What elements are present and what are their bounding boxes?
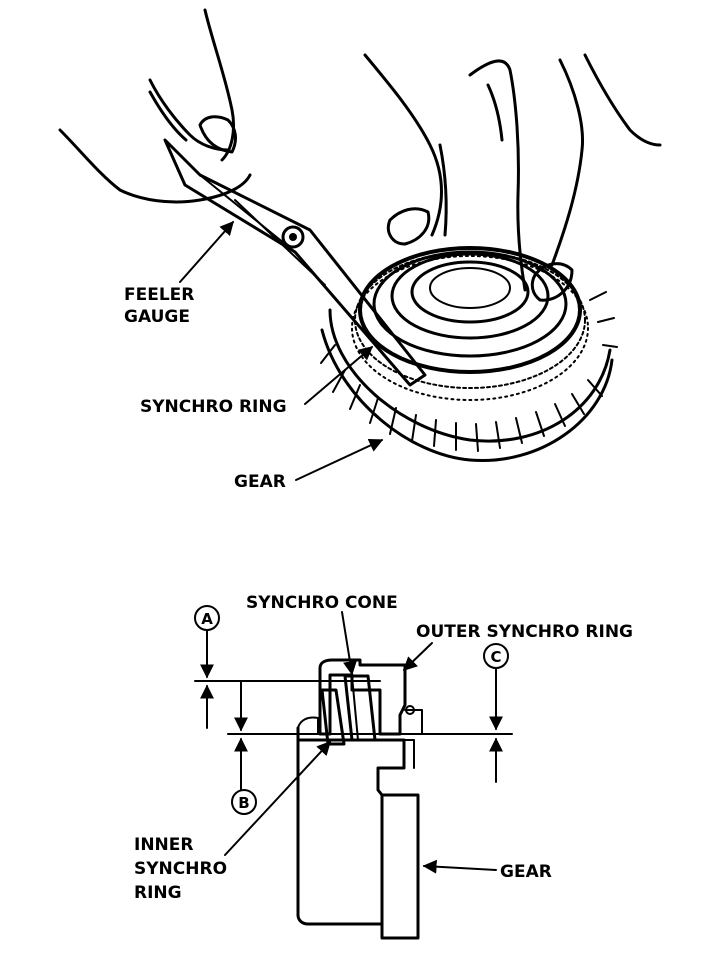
label-feeler-gauge: FEELER GAUGE (124, 220, 234, 327)
label-gear-bottom: GEAR (422, 859, 552, 882)
label-synchro-ring: SYNCHRO RING (140, 346, 374, 417)
marker-c: C (483, 643, 509, 783)
feeler-gauge-label-line2: GAUGE (124, 307, 190, 327)
label-inner-synchro-ring: INNER SYNCHRO RING (134, 740, 331, 903)
inner-synchro-ring-label-line3: RING (134, 883, 182, 903)
marker-a-label: A (201, 610, 213, 628)
inner-synchro-ring-shape (320, 688, 346, 746)
bottom-figure: A B C SYNCHRO CONE OUTER SYNCHRO RING (134, 593, 633, 940)
marker-b: B (231, 681, 257, 815)
label-gear-top: GEAR (234, 438, 384, 492)
synchro-cone-shape (343, 674, 377, 742)
outer-synchro-ring-shape (318, 658, 407, 736)
marker-b-label: B (238, 794, 249, 812)
synchro-ring-label: SYNCHRO RING (140, 397, 287, 417)
synchro-cone-label: SYNCHRO CONE (246, 593, 398, 613)
marker-a: A (194, 605, 220, 729)
right-hand (363, 53, 662, 302)
synchro-ring-stack (351, 246, 589, 401)
left-hand (58, 8, 252, 204)
inner-synchro-ring-label-line2: SYNCHRO (134, 859, 227, 879)
inner-synchro-ring-label-line1: INNER (134, 835, 193, 855)
gear-label-bottom: GEAR (500, 862, 552, 882)
marker-c-label: C (490, 648, 501, 666)
label-outer-synchro-ring: OUTER SYNCHRO RING (402, 622, 633, 671)
gear-label-top: GEAR (234, 472, 286, 492)
outer-synchro-ring-label: OUTER SYNCHRO RING (416, 622, 633, 642)
top-figure: FEELER GAUGE SYNCHRO RING GEAR (58, 8, 662, 492)
helical-gear (320, 291, 618, 463)
label-synchro-cone: SYNCHRO CONE (246, 593, 398, 676)
gear-hub (380, 793, 420, 940)
feeler-gauge-label-line1: FEELER (124, 285, 194, 305)
gear-body (296, 726, 406, 926)
